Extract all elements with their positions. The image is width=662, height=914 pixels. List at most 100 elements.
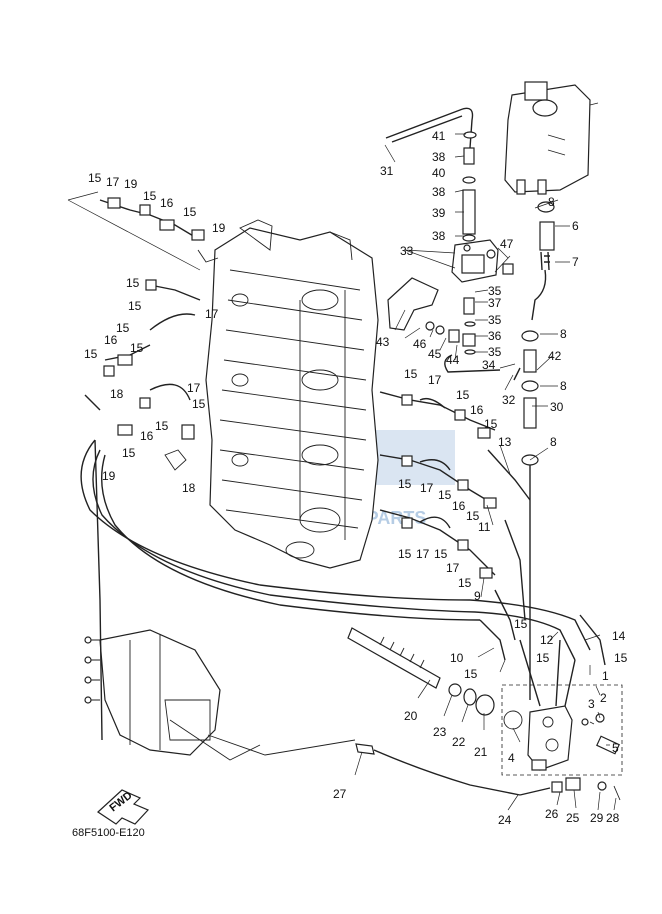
callout: 36 — [488, 329, 502, 343]
callout: 15 — [126, 276, 140, 290]
callout: 10 — [450, 651, 464, 665]
pipe-41 — [385, 107, 474, 149]
callout: 15 — [84, 347, 98, 361]
callout: 31 — [380, 164, 394, 178]
callout: 28 — [606, 811, 620, 825]
callout: 15 — [155, 419, 169, 433]
center-hoses — [379, 391, 531, 579]
callouts: 15 17 19 15 16 15 19 15 15 17 15 16 15 1… — [84, 129, 628, 827]
callout: 45 — [428, 347, 442, 361]
callout: 8 — [560, 379, 567, 393]
pump-assembly-box — [501, 684, 623, 776]
callout: 15 — [143, 189, 157, 203]
callout: 15 — [122, 446, 136, 460]
callout: 22 — [452, 735, 466, 749]
callout: 42 — [548, 349, 562, 363]
callout: 21 — [474, 745, 488, 759]
callout: 7 — [572, 255, 579, 269]
bracket-43 — [387, 277, 439, 331]
callout: 12 — [540, 633, 554, 647]
callout: 41 — [432, 129, 446, 143]
callout: 15 — [183, 205, 197, 219]
long-hoses — [80, 439, 606, 741]
callout: 17 — [187, 381, 201, 395]
callout: 8 — [550, 435, 557, 449]
callout: 13 — [498, 435, 512, 449]
callout: 30 — [550, 400, 564, 414]
oil-tank — [504, 81, 599, 195]
callout: 35 — [488, 345, 502, 359]
callout: 17 — [428, 373, 442, 387]
callout: 4 — [508, 751, 515, 765]
callout: 2 — [600, 691, 607, 705]
callout: 47 — [500, 237, 514, 251]
callout: 8 — [548, 195, 555, 209]
callout: 3 — [588, 697, 595, 711]
leader-lines — [67, 133, 617, 811]
callout: 38 — [432, 150, 446, 164]
callout: 16 — [470, 403, 484, 417]
callout: 15 — [484, 417, 498, 431]
callout: 5 — [612, 741, 619, 755]
callout: 24 — [498, 813, 512, 827]
oil-pump-shaft — [347, 627, 523, 730]
callout: 20 — [404, 709, 418, 723]
left-hose-fittings — [84, 197, 219, 471]
callout: 39 — [432, 206, 446, 220]
callout: 18 — [110, 387, 124, 401]
oil-filter-stack — [462, 131, 477, 242]
callout: 19 — [212, 221, 226, 235]
callout: 15 — [536, 651, 550, 665]
callout: 15 — [464, 667, 478, 681]
callout: 35 — [488, 313, 502, 327]
callout: 15 — [398, 477, 412, 491]
control-cable — [207, 734, 621, 801]
callout: 32 — [502, 393, 516, 407]
callout: 16 — [104, 333, 118, 347]
callout: 29 — [590, 811, 604, 825]
callout: 1 — [602, 669, 609, 683]
callout: 37 — [488, 296, 502, 310]
callout: 17 — [446, 561, 460, 575]
callout: 17 — [420, 481, 434, 495]
callout: 6 — [572, 219, 579, 233]
callout: 15 — [192, 397, 206, 411]
solenoid-valve — [451, 239, 499, 283]
bracket-hardware — [425, 263, 514, 343]
callout: 38 — [432, 229, 446, 243]
callout: 46 — [413, 337, 427, 351]
callout: 15 — [514, 617, 528, 631]
callout: 16 — [140, 429, 154, 443]
callout: 26 — [545, 807, 559, 821]
callout: 16 — [452, 499, 466, 513]
callout: 17 — [205, 307, 219, 321]
callout: 35 — [488, 284, 502, 298]
hose-34 — [444, 354, 501, 373]
callout: 40 — [432, 166, 446, 180]
cylinder-block — [205, 219, 379, 569]
callout: 19 — [124, 177, 138, 191]
callout: 43 — [376, 335, 390, 349]
callout: 15 — [614, 651, 628, 665]
callout: 15 — [434, 547, 448, 561]
oil-pump-body — [519, 639, 620, 771]
lower-casing — [84, 629, 261, 761]
callout: 15 — [458, 576, 472, 590]
callout: 8 — [560, 327, 567, 341]
callout: 23 — [433, 725, 447, 739]
callout: 15 — [456, 388, 470, 402]
callout: 15 — [130, 341, 144, 355]
callout: 14 — [612, 629, 626, 643]
diagram-code: 68F5100-E120 — [72, 827, 145, 839]
callout: 15 — [128, 299, 142, 313]
callout: 15 — [88, 171, 102, 185]
callout: 11 — [478, 520, 491, 534]
callout: 15 — [116, 321, 130, 335]
callout: 15 — [466, 509, 480, 523]
forward-arrow: FWD — [97, 789, 150, 825]
callout: 34 — [482, 358, 496, 372]
callout: 18 — [182, 481, 196, 495]
callout: 25 — [566, 811, 580, 825]
callout: 38 — [432, 185, 446, 199]
